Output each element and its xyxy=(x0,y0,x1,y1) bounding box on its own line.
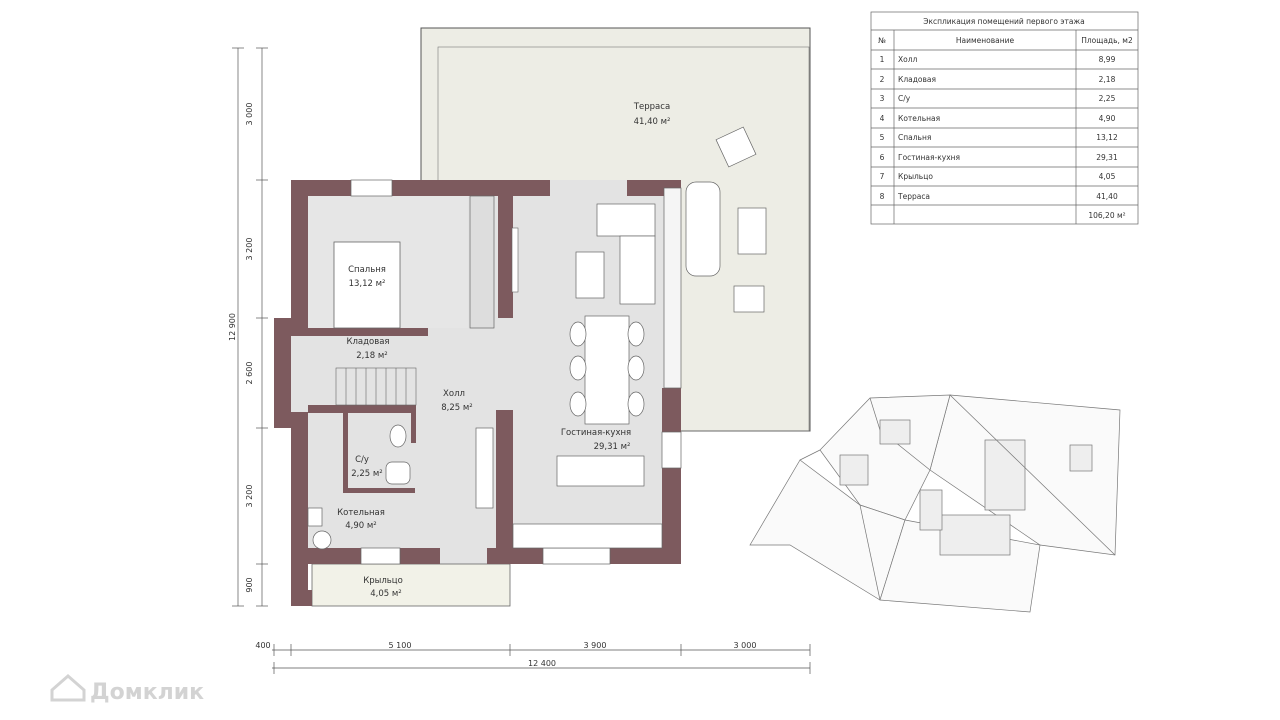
room-name-storage: Кладовая xyxy=(346,337,389,347)
table-total: 106,20 м² xyxy=(1088,211,1125,220)
dim-vertical-1: 3 000 xyxy=(245,103,254,126)
table-cell: 1 xyxy=(880,55,885,64)
boiler-fixtures xyxy=(307,507,332,550)
domclick-logo: Домклик xyxy=(50,674,204,705)
room-area-living-kitchen: 29,31 м² xyxy=(594,442,631,452)
dim-vertical-5: 900 xyxy=(245,577,254,592)
table-header-number: № xyxy=(878,36,886,45)
dim-vertical-3: 2 600 xyxy=(245,362,254,385)
room-name-terrace: Терраса xyxy=(633,102,670,112)
table-cell: 7 xyxy=(880,172,885,181)
room-name-living-kitchen: Гостиная-кухня xyxy=(561,428,631,438)
watermark-text: Домклик xyxy=(90,680,204,705)
table-cell: С/у xyxy=(898,94,911,103)
room-schedule-table xyxy=(870,11,1139,225)
table-cell: 6 xyxy=(880,153,885,162)
table-cell: 8 xyxy=(880,192,885,201)
room-area-terrace: 41,40 м² xyxy=(634,117,671,127)
dim-vertical-total: 12 900 xyxy=(228,313,237,341)
table-cell: 29,31 xyxy=(1096,153,1118,162)
porch-floor xyxy=(311,563,511,607)
table-cell: 41,40 xyxy=(1096,192,1118,201)
tv-unit xyxy=(511,227,519,293)
bathroom-fixtures xyxy=(385,424,411,485)
room-name-bathroom: С/у xyxy=(355,455,369,465)
dining-chairs xyxy=(569,321,645,417)
room-area-hall: 8,25 м² xyxy=(441,403,472,413)
table-cell: 5 xyxy=(880,133,885,142)
dim-horizontal-1: 400 xyxy=(255,641,270,650)
dim-horizontal-4: 3 000 xyxy=(734,641,757,650)
walls xyxy=(274,180,681,606)
room-area-storage: 2,18 м² xyxy=(356,351,387,361)
table-cell: 8,99 xyxy=(1099,55,1116,64)
table-cell: 2 xyxy=(880,75,885,84)
table-title: Экспликация помещений первого этажа xyxy=(923,17,1085,26)
room-name-bedroom: Спальня xyxy=(348,265,386,275)
room-area-porch: 4,05 м² xyxy=(370,589,401,599)
room-name-hall: Холл xyxy=(443,389,465,399)
hall-bench xyxy=(475,427,494,509)
kitchen-counter xyxy=(512,523,663,549)
dim-horizontal-3: 3 900 xyxy=(584,641,607,650)
table-cell: 4,05 xyxy=(1099,172,1116,181)
dim-horizontal-2: 5 100 xyxy=(389,641,412,650)
room-area-bathroom: 2,25 м² xyxy=(351,469,382,479)
sofa xyxy=(596,203,656,305)
stairs xyxy=(335,367,417,406)
table-cell: Крыльцо xyxy=(898,172,933,181)
dining-table xyxy=(584,315,630,425)
isometric-3d-view xyxy=(749,394,1121,613)
table-cell: Холл xyxy=(898,55,918,64)
room-name-porch: Крыльцо xyxy=(363,576,403,586)
kitchen-island xyxy=(556,455,645,487)
vertical-dimension-lines xyxy=(232,47,268,607)
table-cell: 4 xyxy=(880,114,885,123)
table-header-name: Наименование xyxy=(956,36,1015,45)
table-cell: Терраса xyxy=(897,192,930,201)
dim-vertical-4: 3 200 xyxy=(245,485,254,508)
dim-horizontal-total: 12 400 xyxy=(528,659,556,668)
wardrobe xyxy=(469,195,495,329)
table-cell: Гостиная-кухня xyxy=(898,153,960,162)
table-header-area: Площадь, м2 xyxy=(1081,36,1133,45)
table-cell: 4,90 xyxy=(1099,114,1116,123)
room-area-boiler: 4,90 м² xyxy=(345,521,376,531)
table-cell: 2,25 xyxy=(1099,94,1116,103)
table-cell: 3 xyxy=(880,94,885,103)
room-area-bedroom: 13,12 м² xyxy=(349,279,386,289)
bed xyxy=(333,241,401,329)
coffee-table xyxy=(575,251,605,299)
dim-vertical-2: 3 200 xyxy=(245,238,254,261)
table-cell: 2,18 xyxy=(1099,75,1116,84)
table-cell: Котельная xyxy=(898,114,940,123)
room-name-boiler: Котельная xyxy=(337,508,385,518)
horizontal-dimension-lines xyxy=(272,644,811,674)
terrace-furniture xyxy=(685,126,767,313)
table-cell: Спальня xyxy=(898,133,931,142)
table-cell: Кладовая xyxy=(898,75,936,84)
table-cell: 13,12 xyxy=(1096,133,1118,142)
windows xyxy=(350,179,682,565)
